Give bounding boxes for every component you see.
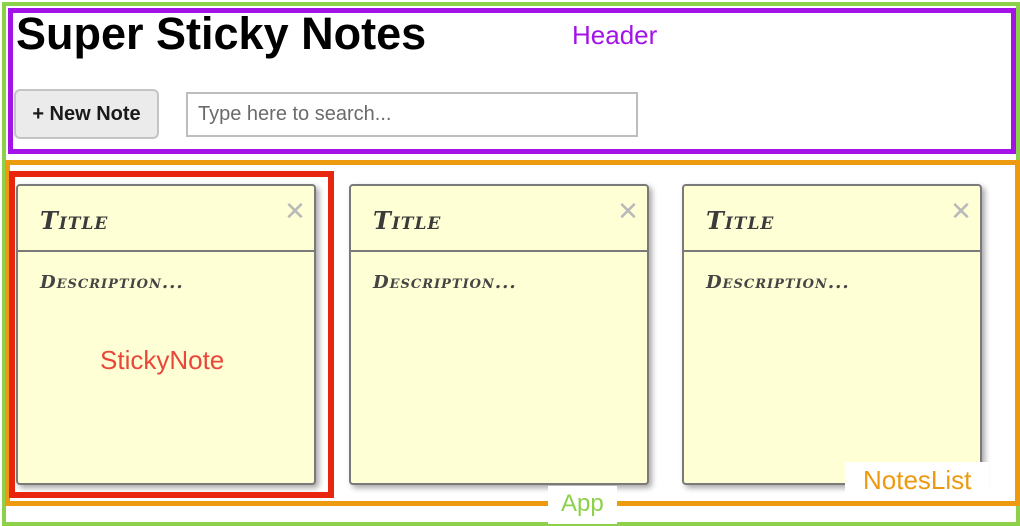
note-description[interactable]: Description...	[373, 272, 517, 293]
new-note-button[interactable]: + New Note	[14, 89, 159, 139]
note-title-bar: Title ✕	[18, 186, 314, 252]
note-description[interactable]: Description...	[706, 272, 850, 293]
app-annotation-label: App	[548, 486, 617, 524]
noteslist-component-frame	[5, 160, 1020, 506]
close-icon[interactable]: ✕	[284, 196, 306, 226]
sticky-note: Title ✕ Description...	[349, 184, 649, 485]
noteslist-annotation-label: NotesList	[845, 462, 990, 500]
stickynote-annotation-label: StickyNote	[100, 345, 225, 375]
note-title[interactable]: Title	[706, 206, 775, 235]
note-title[interactable]: Title	[373, 206, 442, 235]
note-description[interactable]: Description...	[40, 272, 184, 293]
search-input[interactable]	[186, 92, 638, 137]
note-title-bar: Title ✕	[351, 186, 647, 252]
header-component-frame	[8, 8, 1016, 154]
close-icon[interactable]: ✕	[950, 196, 972, 226]
note-title-bar: Title ✕	[684, 186, 980, 252]
note-title[interactable]: Title	[40, 206, 109, 235]
header-annotation-label: Header	[572, 20, 658, 50]
stickynote-component-frame	[9, 171, 334, 498]
sticky-note: Title ✕ Description...	[16, 184, 316, 485]
close-icon[interactable]: ✕	[617, 196, 639, 226]
page-title: Super Sticky Notes	[16, 8, 427, 59]
sticky-note: Title ✕ Description...	[682, 184, 982, 485]
